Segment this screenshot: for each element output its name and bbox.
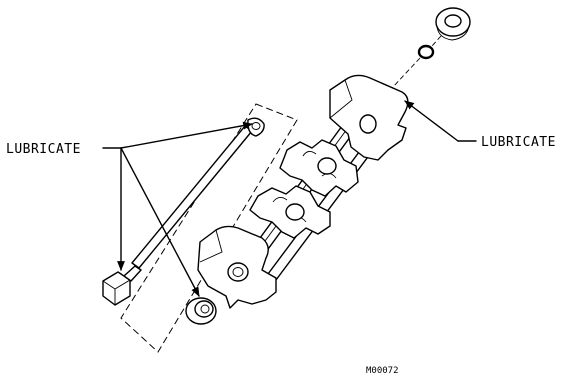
left-lubricate-leaders	[102, 121, 253, 297]
dashed-kit-outline	[120, 103, 298, 353]
kit-connector-block	[102, 265, 142, 306]
bottom-end-plate	[197, 225, 277, 309]
o-ring	[417, 44, 435, 60]
middle-plate-1	[279, 139, 359, 197]
drawing-number: M00072	[366, 366, 399, 376]
top-end-plate	[329, 74, 409, 161]
lubricate-label-right: LUBRICATE	[481, 135, 556, 150]
kit-bushing	[185, 297, 217, 325]
lubricate-label-left: LUBRICATE	[6, 142, 81, 157]
right-lubricate-leader	[404, 100, 477, 142]
top-bushing	[435, 7, 471, 41]
bushing-centerline	[391, 35, 442, 89]
middle-plate-2	[249, 185, 331, 239]
